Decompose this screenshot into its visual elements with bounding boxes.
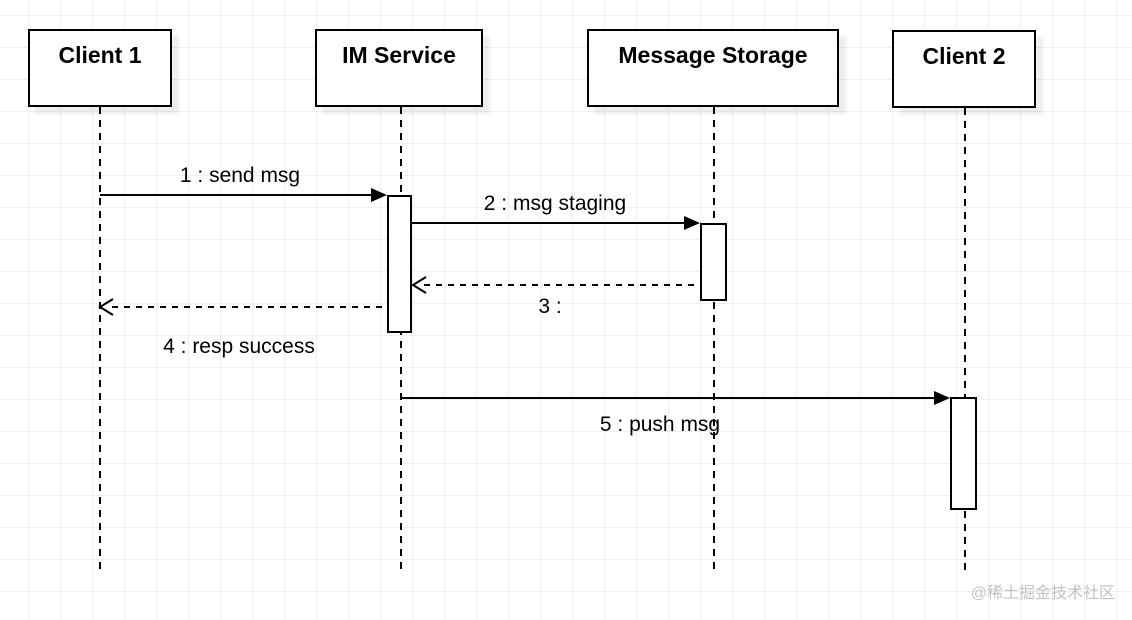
activation-im-service [387, 195, 412, 333]
lifeline-client1 [99, 107, 101, 572]
watermark-text: @稀土掘金技术社区 [970, 585, 1115, 602]
arrowhead-filled-right-icon [371, 188, 387, 202]
arrowhead-filled-right-icon [684, 216, 700, 230]
arrowhead-filled-right-icon [934, 391, 950, 405]
message-line-3 [424, 284, 700, 286]
arrowhead-open-left-icon [411, 276, 427, 294]
actor-box-client2: Client 2 [892, 30, 1036, 108]
message-line-4 [112, 306, 387, 308]
lifeline-message-storage [713, 107, 715, 572]
message-label-5: 5 : push msg [599, 413, 721, 436]
actor-box-message-storage: Message Storage [587, 29, 839, 107]
message-line-5 [401, 397, 935, 399]
actor-label-im-service: IM Service [342, 42, 456, 68]
message-label-2: 2 : msg staging [483, 192, 627, 215]
actor-label-message-storage: Message Storage [618, 42, 808, 68]
activation-message-storage [700, 223, 727, 301]
lifeline-im-service [400, 107, 402, 572]
activation-client2 [950, 397, 977, 510]
actor-label-client1: Client 1 [58, 42, 142, 68]
actor-label-client2: Client 2 [922, 43, 1006, 69]
actor-box-im-service: IM Service [315, 29, 483, 107]
message-label-3: 3 : [538, 295, 562, 318]
message-line-2 [412, 222, 687, 224]
message-label-1: 1 : send msg [179, 164, 301, 187]
arrowhead-open-left-icon [98, 298, 114, 316]
lifeline-client2 [964, 108, 966, 576]
message-line-1 [100, 194, 374, 196]
message-label-4: 4 : resp success [163, 335, 315, 358]
actor-box-client1: Client 1 [28, 29, 172, 107]
